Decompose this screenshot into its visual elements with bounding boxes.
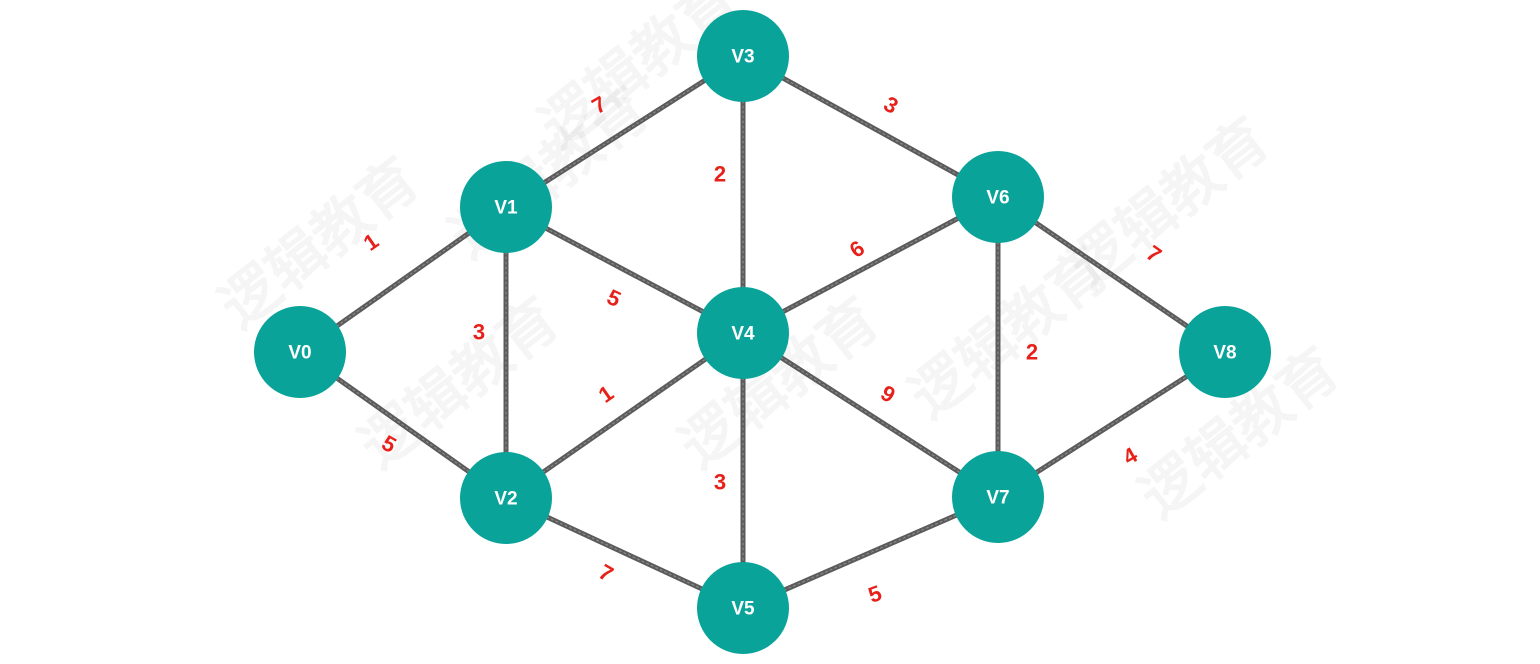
node-label: V3: [731, 47, 754, 68]
node-v7: V7: [952, 451, 1044, 543]
node-v2: V2: [460, 452, 552, 544]
edge-texture: [742, 332, 999, 498]
edge-v4-v7: [740, 330, 1001, 500]
edge-texture: [505, 332, 744, 499]
node-label: V7: [986, 488, 1009, 509]
node-label: V1: [494, 198, 518, 219]
edge-texture: [505, 497, 744, 609]
edge-texture: [505, 55, 744, 208]
edge-weight-v2-v4: 1: [594, 380, 618, 408]
node-circle: [1179, 306, 1271, 398]
node-v5: V5: [697, 562, 789, 654]
node-circle: [952, 151, 1044, 243]
node-v4: V4: [697, 287, 789, 379]
node-v0: V0: [254, 306, 346, 398]
node-circle: [460, 161, 552, 253]
node-label: V4: [731, 324, 755, 345]
edge-weight-v1-v4: 5: [603, 284, 625, 312]
node-circle: [460, 452, 552, 544]
edge-texture: [742, 55, 999, 198]
edge-weight-v4-v5: 3: [714, 470, 726, 495]
node-circle: [254, 306, 346, 398]
edge-v4-v6: [740, 194, 1001, 336]
edge-v2-v4: [503, 330, 746, 501]
edge-texture: [742, 496, 999, 609]
node-v8: V8: [1179, 306, 1271, 398]
node-label: V6: [986, 188, 1009, 209]
node-label: V0: [288, 343, 311, 364]
node-circle: [952, 451, 1044, 543]
node-v1: V1: [460, 161, 552, 253]
edge-weight-v1-v2: 3: [473, 320, 485, 345]
edge-v3-v6: [740, 53, 1001, 200]
watermark-text: 逻辑教育: [1057, 105, 1282, 301]
edge-v5-v7: [740, 494, 1001, 611]
node-circle: [697, 562, 789, 654]
node-circle: [697, 287, 789, 379]
node-label: V8: [1213, 343, 1236, 364]
edge-weight-v7-v8: 4: [1118, 442, 1142, 470]
edge-weight-v4-v6: 6: [845, 235, 869, 263]
edge-weight-v6-v7: 2: [1026, 340, 1038, 365]
edge-weight-v4-v7: 9: [876, 380, 899, 408]
edge-weight-v2-v5: 7: [594, 559, 617, 587]
edge-weight-v5-v7: 5: [865, 580, 885, 608]
edge-weight-v3-v4: 2: [714, 162, 726, 187]
node-circle: [697, 10, 789, 102]
edge-weight-v3-v6: 3: [879, 91, 902, 119]
node-label: V5: [731, 599, 755, 620]
node-v3: V3: [697, 10, 789, 102]
node-v6: V6: [952, 151, 1044, 243]
node-label: V2: [494, 489, 517, 510]
edge-v1-v3: [503, 53, 746, 210]
edge-texture: [742, 196, 999, 334]
